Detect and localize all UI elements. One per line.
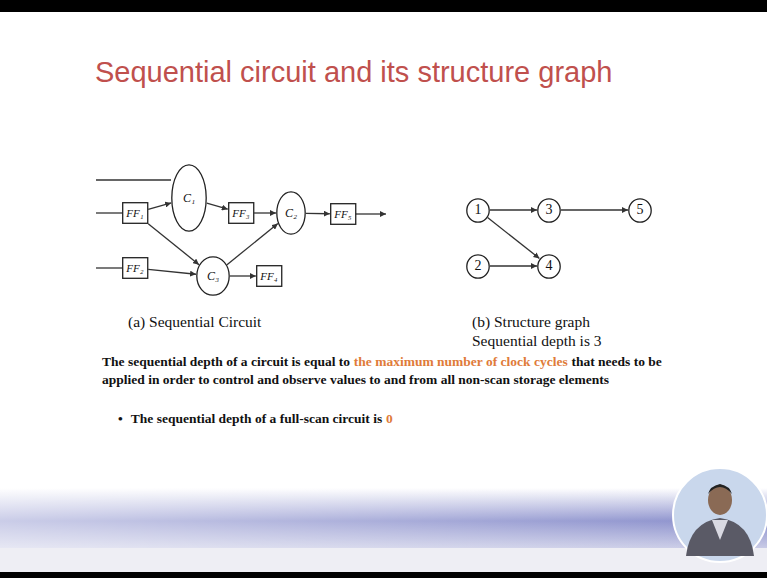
bullet: • — [118, 411, 123, 426]
node-label: 5 — [637, 203, 644, 217]
node-label: FF₅ — [334, 209, 351, 220]
caption: Sequential depth is 3 — [472, 332, 602, 349]
text-block: (a) Sequential Circuit — [128, 313, 261, 331]
graph-vertex: 2 — [466, 254, 490, 279]
output-arrowhead — [380, 211, 386, 217]
flip-flop-box: FF₃ — [228, 202, 254, 224]
circuit-wire — [148, 269, 196, 274]
circuit-wire — [227, 224, 278, 265]
graph-vertex: 1 — [466, 198, 490, 223]
flip-flop-box: FF₄ — [256, 265, 282, 287]
circuit-wire — [207, 203, 228, 209]
text-block: (b) Structure graph — [472, 313, 590, 331]
logic-block: C₁ — [171, 164, 207, 232]
node-label: 3 — [546, 203, 553, 217]
logic-block: C₂ — [276, 191, 306, 235]
node-label: 1 — [475, 203, 482, 217]
bullet-text: 0 — [386, 411, 393, 426]
bottom-bar — [0, 572, 767, 578]
text-block: Sequential depth is 3 — [472, 332, 602, 350]
text-block: The sequential depth of a circuit is equ… — [102, 353, 702, 389]
bottom-band-fade — [0, 488, 767, 548]
circuit-wire — [230, 275, 256, 276]
caption: (a) Sequential Circuit — [128, 313, 261, 330]
slide-title: Sequential circuit and its structure gra… — [95, 56, 612, 89]
flip-flop-box: FF₁ — [122, 202, 148, 224]
graph-vertex: 5 — [628, 198, 652, 223]
node-label: 2 — [475, 259, 482, 273]
input-wire — [96, 267, 124, 268]
node-label: C₁ — [183, 192, 195, 204]
input-wire — [96, 179, 171, 180]
input-wire — [96, 212, 124, 213]
bottom-strip — [0, 548, 767, 572]
flip-flop-box: FF₂ — [122, 257, 148, 279]
graph-edge — [490, 209, 537, 210]
flip-flop-box: FF₅ — [330, 203, 356, 225]
bullet-text: The sequential depth of a full-scan circ… — [131, 411, 382, 426]
graph-edge — [561, 209, 628, 210]
graph-vertex: 3 — [537, 198, 561, 223]
graph-vertex: 4 — [537, 254, 561, 279]
caption: (b) Structure graph — [472, 313, 590, 330]
node-label: FF₃ — [232, 208, 249, 219]
node-label: FF₄ — [260, 271, 277, 282]
graph-edge — [490, 265, 537, 266]
node-label: C₃ — [207, 270, 219, 282]
bottom-band — [0, 488, 767, 548]
node-label: FF₂ — [126, 263, 143, 274]
top-bar — [0, 0, 767, 12]
circuit-wire — [254, 212, 276, 213]
node-label: FF₁ — [126, 208, 143, 219]
node-label: C₂ — [285, 207, 297, 219]
text-block: • The sequential depth of a full-scan cir… — [118, 410, 618, 428]
node-label: 4 — [546, 259, 553, 273]
definition-text: The sequential depth of a circuit is equ… — [102, 354, 350, 369]
definition-text: the maximum number of clock cycles — [354, 354, 568, 369]
circuit-wire — [148, 203, 171, 209]
presenter-photo — [673, 468, 767, 562]
graph-edge — [488, 218, 540, 259]
logic-block: C₃ — [196, 256, 230, 296]
circuit-wire — [306, 213, 330, 215]
